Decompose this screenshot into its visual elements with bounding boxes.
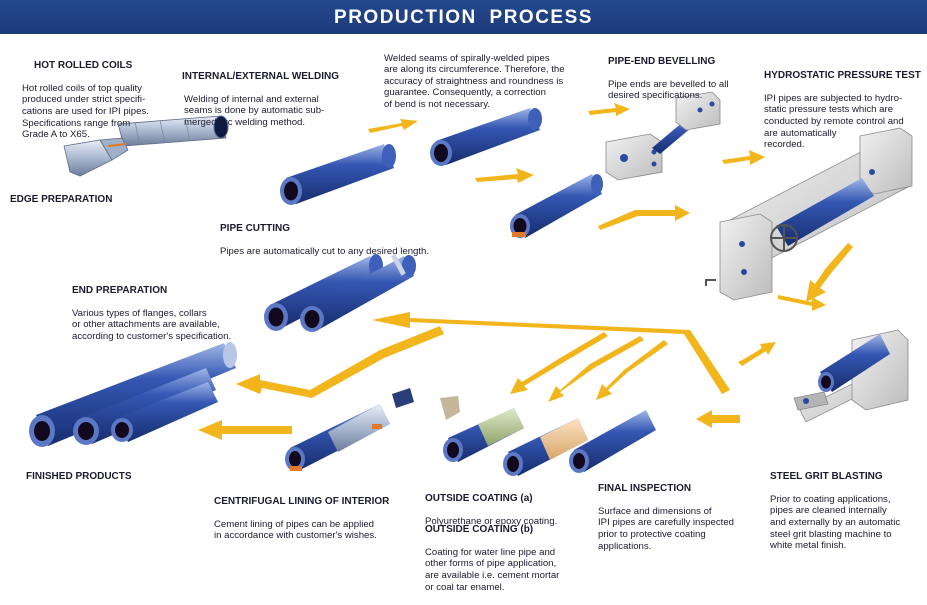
flow-arrows (198, 103, 853, 440)
step-centrifugal: CENTRIFUGAL LINING OF INTERIOR Cement li… (214, 484, 414, 554)
step-description: Various types of flanges, collars or oth… (72, 307, 232, 342)
pipe-welding (280, 144, 396, 205)
step-description: Prior to coating applications, pipes are… (770, 493, 901, 552)
step-steel-grit-blasting: STEEL GRIT BLASTING Prior to coating app… (770, 459, 926, 563)
step-outside-coating-b: OUTSIDE COATING (b) Coating for water li… (425, 512, 595, 605)
step-title: HYDROSTATIC PRESSURE TEST (764, 69, 921, 81)
step-welded-seams: Welded seams of spirally-welded pipes ar… (384, 41, 589, 122)
step-end-preparation: END PREPARATION Various types of flanges… (72, 273, 262, 354)
step-description: Surface and dimensions of IPI pipes are … (598, 505, 734, 552)
step-title: HOT ROLLED COILS (34, 59, 133, 71)
step-edge-preparation: EDGE PREPARATION (10, 182, 112, 217)
arrow-icon (236, 326, 444, 398)
step-description: Pipe ends are bevelled to all desired sp… (608, 78, 729, 102)
header-bar: PRODUCTION PROCESS (0, 0, 927, 34)
arrow-icon (738, 342, 776, 366)
step-welding: INTERNAL/EXTERNAL WELDING Welding of int… (182, 59, 352, 140)
step-final-inspection: FINAL INSPECTION Surface and dimensions … (598, 471, 758, 564)
step-title: END PREPARATION (72, 284, 168, 296)
step-description: Welded seams of spirally-welded pipes ar… (384, 52, 565, 110)
process-illustration (29, 91, 913, 476)
pipe-welded (430, 108, 542, 166)
arrow-icon (722, 150, 765, 165)
page-title: PRODUCTION PROCESS (334, 7, 593, 28)
pipe-coating-a (440, 396, 524, 462)
arrow-icon (368, 119, 418, 133)
step-hot-rolled-coils: HOT ROLLED COILS Hot rolled coils of top… (22, 48, 192, 152)
step-title: PIPE-END BEVELLING (608, 55, 716, 67)
bevelling-machine (605, 91, 721, 181)
step-title: CENTRIFUGAL LINING OF INTERIOR (214, 495, 390, 507)
pipe-centrifugal (285, 388, 414, 471)
arrow-icon (372, 312, 730, 394)
coil-illustration (63, 115, 229, 177)
step-description: Pipes are automatically cut to any desir… (220, 245, 430, 257)
step-description: Coating for water line pipe and other fo… (425, 546, 560, 593)
step-pipe-end-bevelling: PIPE-END BEVELLING Pipe ends are bevelle… (608, 44, 758, 114)
step-title: OUTSIDE COATING (b) (425, 523, 534, 535)
step-title: STEEL GRIT BLASTING (770, 470, 883, 482)
hydrostatic-machine (705, 127, 913, 301)
step-description: Cement lining of pipes can be applied in… (214, 518, 377, 542)
arrow-icon (510, 332, 608, 394)
step-title: FINISHED PRODUCTS (26, 470, 132, 482)
pipe-cutting (510, 174, 603, 238)
blasting-machine (793, 329, 909, 423)
arrow-icon (596, 340, 668, 400)
step-description: Hot rolled coils of top quality produced… (22, 82, 149, 141)
step-title: OUTSIDE COATING (a) (425, 492, 533, 504)
arrow-icon (778, 295, 826, 311)
step-description: IPI pipes are subjected to hydro- static… (764, 92, 904, 151)
pipe-coating-b (503, 418, 588, 476)
step-title: INTERNAL/EXTERNAL WELDING (182, 70, 340, 82)
arrow-icon (198, 420, 292, 440)
pipe-inspection (569, 410, 656, 473)
step-title: EDGE PREPARATION (10, 193, 113, 205)
step-title: PIPE CUTTING (220, 222, 291, 234)
step-description: Polyurethane or epoxy coating. (425, 515, 558, 527)
arrow-icon (696, 410, 740, 428)
pipes-finished (29, 342, 237, 447)
arrow-icon (475, 168, 534, 183)
pipes-end-preparation (264, 253, 416, 332)
step-outside-coating-a: OUTSIDE COATING (a) Polyurethane or epox… (425, 481, 595, 539)
arrow-icon (548, 336, 644, 402)
step-description: Welding of internal and external seams i… (184, 93, 325, 128)
arrow-icon (598, 205, 690, 230)
arrow-icon (588, 103, 630, 116)
step-pipe-cutting: PIPE CUTTING Pipes are automatically cut… (220, 211, 480, 269)
step-finished-products: FINISHED PRODUCTS (26, 459, 132, 494)
arrow-icon (806, 243, 853, 302)
step-hydrostatic: HYDROSTATIC PRESSURE TEST IPI pipes are … (764, 58, 926, 162)
step-title: FINAL INSPECTION (598, 482, 692, 494)
